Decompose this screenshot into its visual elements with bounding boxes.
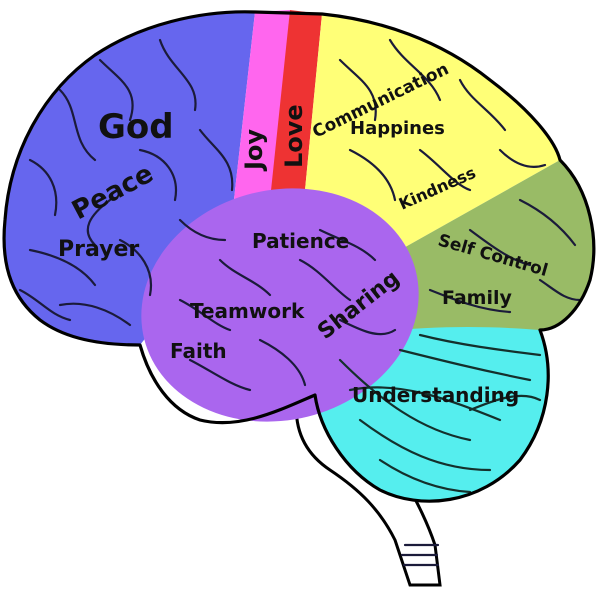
folds-purple <box>178 228 397 392</box>
label-patience: Patience <box>252 229 349 253</box>
label-family: Family <box>442 287 513 309</box>
label-god: God <box>98 107 174 147</box>
brain-outline <box>2 10 596 503</box>
folds-cyan <box>338 333 542 494</box>
region-red <box>270 10 322 200</box>
region-green <box>400 160 594 330</box>
label-understanding: Understanding <box>352 383 519 407</box>
label-love: Love <box>280 104 308 168</box>
region-yellow <box>305 14 560 250</box>
folds-blue <box>18 38 234 327</box>
folds-green <box>428 198 582 314</box>
stem-lines <box>400 543 440 567</box>
folds-yellow <box>338 38 547 202</box>
label-joy: Joy <box>240 129 268 172</box>
label-prayer: Prayer <box>58 237 139 262</box>
label-happines: Happines <box>350 118 445 139</box>
label-teamwork: Teamwork <box>190 299 305 323</box>
region-pink <box>230 10 290 235</box>
label-faith: Faith <box>170 339 227 363</box>
region-purple <box>141 188 419 422</box>
